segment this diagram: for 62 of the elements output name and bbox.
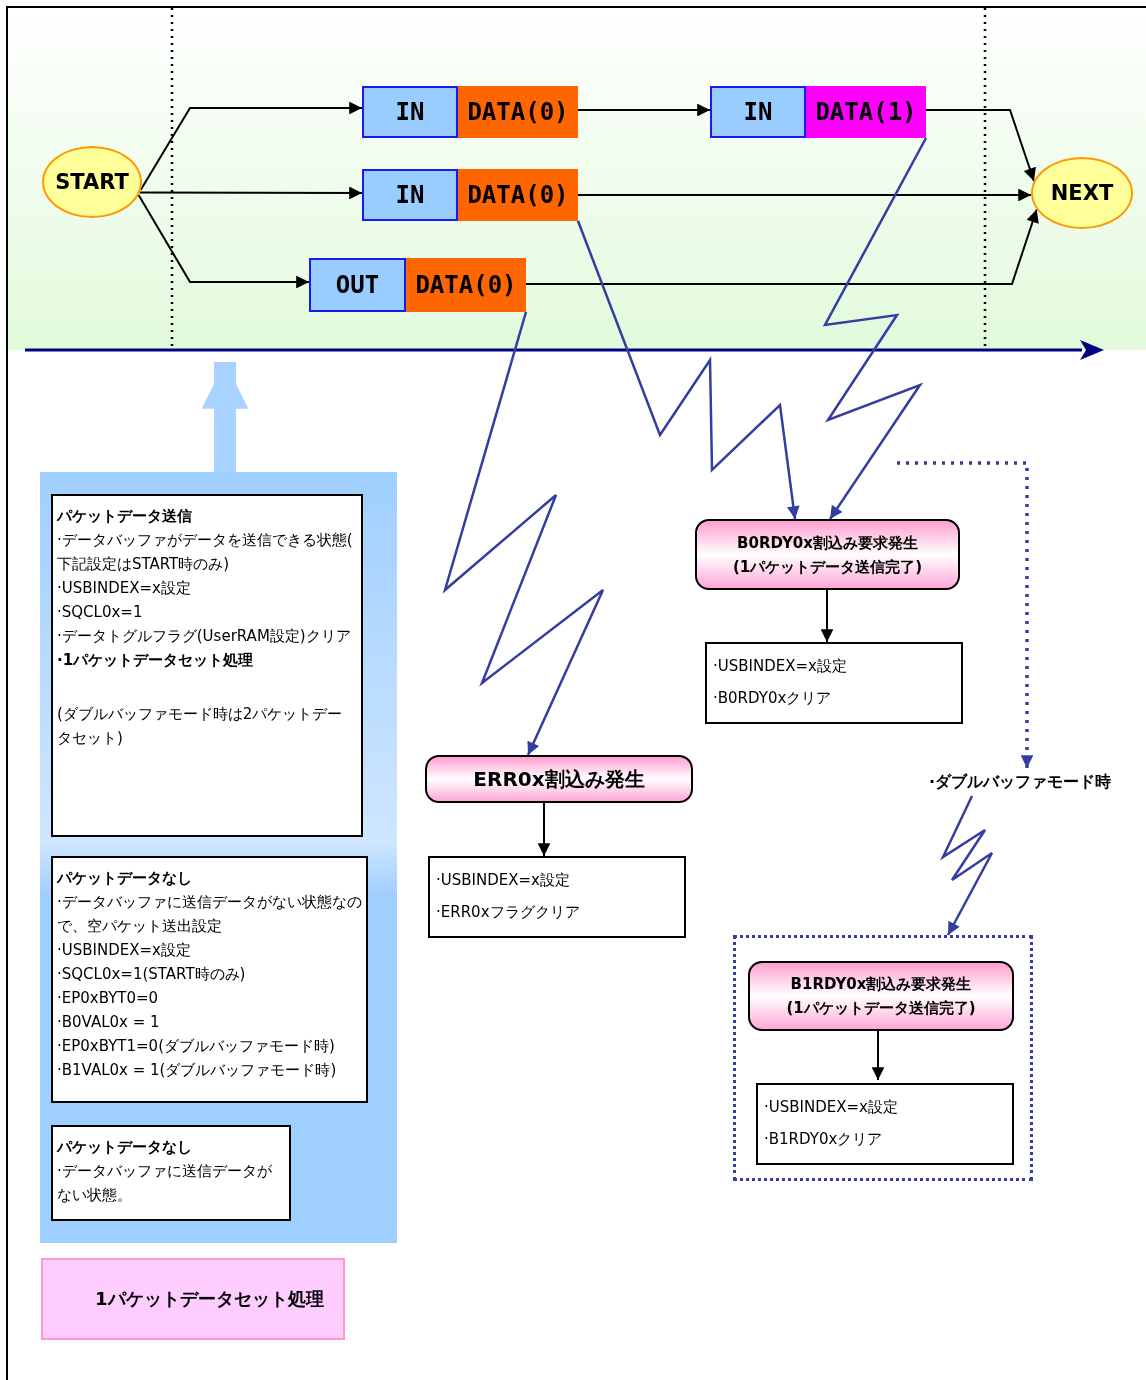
box-heading: パケットデータなし	[57, 868, 193, 889]
state-box	[51, 856, 368, 1103]
list-item: ·データバッファに送信データがない状態。	[57, 1161, 273, 1206]
arrow	[925, 109, 1036, 182]
list-item: ·USBINDEX=x設定	[764, 1097, 899, 1118]
action-box	[428, 856, 686, 938]
mode-note: ·ダブルバッファモード時	[915, 768, 1125, 796]
list-item: ·1パケットデータセット処理	[57, 650, 255, 671]
action-box	[756, 1083, 1014, 1165]
process-legend-box: 1パケットデータセット処理	[41, 1258, 345, 1340]
dotted-arrow	[897, 461, 1034, 768]
arrow	[820, 589, 834, 643]
lightning-arrow	[576, 220, 800, 520]
list-item: ·B0VAL0x = 1	[57, 1012, 161, 1033]
action-box	[705, 642, 963, 724]
box-title: B1RDY0x割込み要求発生	[790, 974, 972, 995]
arrow	[537, 802, 551, 857]
list-item: ·USBINDEX=x設定	[57, 940, 192, 961]
box-heading: パケットデータなし	[57, 1137, 193, 1158]
list-item: ·USBINDEX=x設定	[713, 656, 848, 677]
list-item: ·USBINDEX=x設定	[436, 870, 571, 891]
interrupt-box: ERR0x割込み発生	[425, 755, 693, 803]
data-field: DATA(0)	[406, 258, 526, 312]
list-item: ·SQCL0x=1(START時のみ)	[57, 964, 247, 985]
token-field: IN	[362, 169, 458, 221]
box-title: B0RDY0x割込み要求発生	[737, 532, 918, 554]
list-item: ·データトグルフラグ(UserRAM設定)クリア	[57, 626, 352, 647]
list-item: ·データバッファに送信データがない状態なので、空パケット送出設定	[57, 892, 362, 937]
lightning-arrow	[822, 137, 928, 520]
lightning-arrow	[442, 311, 605, 756]
interrupt-box	[695, 519, 960, 590]
arrow	[577, 103, 711, 117]
token-field: OUT	[309, 258, 406, 312]
block-arrow	[201, 362, 249, 472]
state-box	[51, 1125, 291, 1221]
box-subtitle: (1パケットデータ送信完了)	[732, 556, 923, 578]
list-item: ·EP0xBYT0=0	[57, 988, 160, 1009]
state-box	[51, 494, 363, 837]
list-item: ·ERR0xフラグクリア	[436, 902, 581, 923]
list-item: ·データバッファがデータを送信できる状態( 下記設定はSTART時のみ)	[57, 530, 354, 575]
data-field: DATA(0)	[458, 86, 578, 138]
arrow	[525, 208, 1039, 285]
list-item: ·EP0xBYT1=0(ダブルバッファモード時)	[57, 1036, 336, 1057]
data-field: DATA(0)	[458, 169, 578, 221]
arrow	[577, 188, 1033, 202]
list-item: ·USBINDEX=x設定	[57, 578, 192, 599]
lightning-arrow	[940, 795, 994, 936]
list-item: ·B1VAL0x = 1(ダブルバッファモード時)	[57, 1060, 338, 1081]
box-heading: パケットデータ送信	[57, 506, 193, 527]
list-item: ·B0RDY0xクリア	[713, 688, 833, 709]
token-field: IN	[362, 86, 458, 138]
list-item: ·SQCL0x=1	[57, 602, 144, 623]
list-item: ·B1RDY0xクリア	[764, 1129, 884, 1150]
arrow	[137, 194, 310, 289]
interrupt-box	[748, 961, 1014, 1031]
state-panel	[40, 472, 397, 1243]
data-field: DATA(1)	[806, 86, 926, 138]
box-subtitle: (1パケットデータ送信完了)	[786, 998, 976, 1019]
arrow	[138, 186, 363, 200]
dotted-group-frame	[733, 935, 1033, 1181]
token-field: IN	[710, 86, 806, 138]
list-item: (ダブルバッファモード時は2パケットデータセット)	[57, 704, 344, 749]
